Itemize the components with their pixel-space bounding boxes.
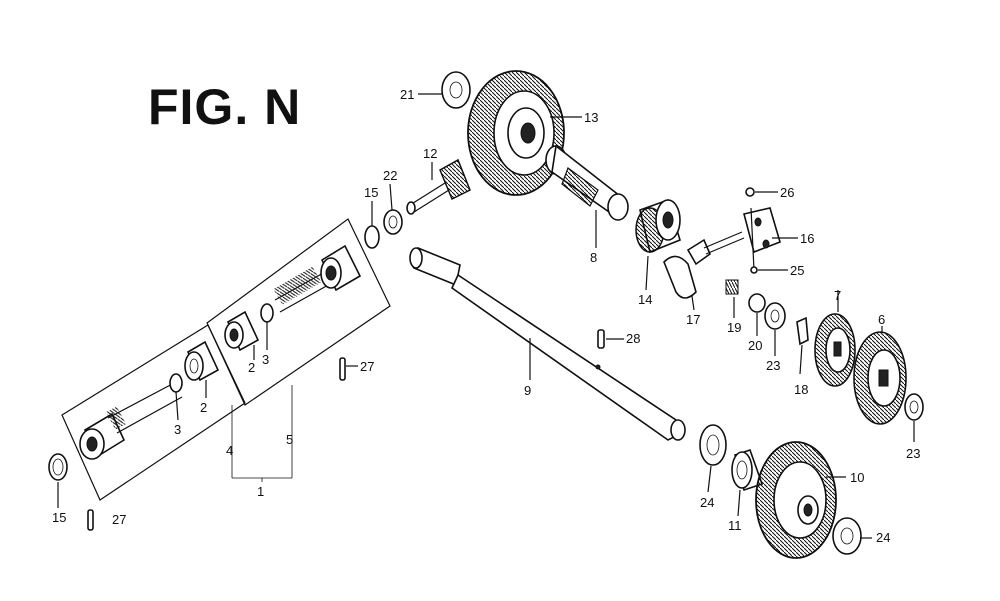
callout-23-right: 23	[906, 446, 920, 461]
part-washer-23-right	[904, 393, 924, 442]
part-circlip-3-left	[169, 373, 183, 421]
callout-2-left: 2	[200, 400, 207, 415]
callout-21: 21	[400, 87, 414, 102]
part-bolt-25	[750, 207, 788, 274]
part-washer-24-right	[832, 517, 872, 555]
callout-24-left: 24	[700, 495, 714, 510]
callout-27-mid: 27	[360, 359, 374, 374]
part-shaft-5	[273, 244, 362, 313]
callout-27-left: 27	[112, 512, 126, 527]
callout-24-right: 24	[876, 530, 890, 545]
part-pin-27-mid	[339, 357, 358, 381]
callout-15-top: 15	[364, 185, 378, 200]
part-pin-28	[597, 329, 624, 349]
callout-6: 6	[878, 312, 885, 327]
part-washer-23-upper	[764, 302, 786, 356]
part-collar-2-left	[184, 340, 220, 398]
callout-10: 10	[850, 470, 864, 485]
bracket-lines	[231, 385, 293, 482]
part-pin-27-left	[87, 509, 94, 531]
part-washer-21	[418, 71, 471, 109]
callout-15-left: 15	[52, 510, 66, 525]
part-sleeve-14	[635, 198, 681, 291]
callout-25: 25	[790, 263, 804, 278]
part-shaft-8	[545, 144, 629, 248]
callout-labels: 15 27 3 2 4 5 1 2 3 27 15 22 12 21 13 8 …	[52, 87, 920, 545]
callout-1: 1	[257, 484, 264, 499]
callout-22: 22	[383, 168, 397, 183]
part-shaft-4	[79, 381, 183, 460]
callout-23-upper: 23	[766, 358, 780, 373]
part-ball-20	[748, 293, 766, 336]
callout-4: 4	[226, 443, 233, 458]
callout-17: 17	[686, 312, 700, 327]
part-bevel-gear-13	[467, 70, 582, 196]
part-washer-22	[383, 183, 403, 235]
part-sprocket-6	[853, 326, 907, 425]
callout-28: 28	[626, 331, 640, 346]
callout-20: 20	[748, 338, 762, 353]
callout-19: 19	[727, 320, 741, 335]
callout-8: 8	[590, 250, 597, 265]
part-shift-fork-17	[663, 231, 745, 311]
part-gear-10	[755, 441, 846, 559]
part-sprocket-7	[814, 290, 856, 387]
part-oil-seal-15-left	[48, 453, 68, 508]
part-circlip-3-right	[260, 303, 274, 350]
figure-title: FIG. N	[148, 79, 302, 135]
callout-11: 11	[728, 518, 742, 533]
part-circlip-15-top	[364, 201, 380, 249]
assembly-box-5	[206, 218, 391, 406]
part-key-18	[796, 316, 809, 375]
part-spring-19	[725, 279, 739, 318]
callout-9: 9	[524, 383, 531, 398]
callout-26: 26	[780, 185, 794, 200]
callout-3-left: 3	[174, 422, 181, 437]
callout-5: 5	[286, 432, 293, 447]
part-pinion-12	[406, 158, 471, 215]
part-long-shaft-9	[409, 246, 686, 441]
callout-7: 7	[834, 288, 841, 303]
part-bushing-11	[731, 448, 764, 517]
callout-16: 16	[800, 231, 814, 246]
part-collar-2-right	[224, 310, 260, 360]
callout-14: 14	[638, 292, 652, 307]
part-nut-26	[745, 187, 778, 197]
assembly-box-4	[61, 324, 246, 501]
callout-12: 12	[423, 146, 437, 161]
callout-3-right: 3	[262, 352, 269, 367]
callout-13: 13	[584, 110, 598, 125]
part-washer-24-left	[699, 424, 727, 493]
callout-18: 18	[794, 382, 808, 397]
callout-2-right: 2	[248, 360, 255, 375]
